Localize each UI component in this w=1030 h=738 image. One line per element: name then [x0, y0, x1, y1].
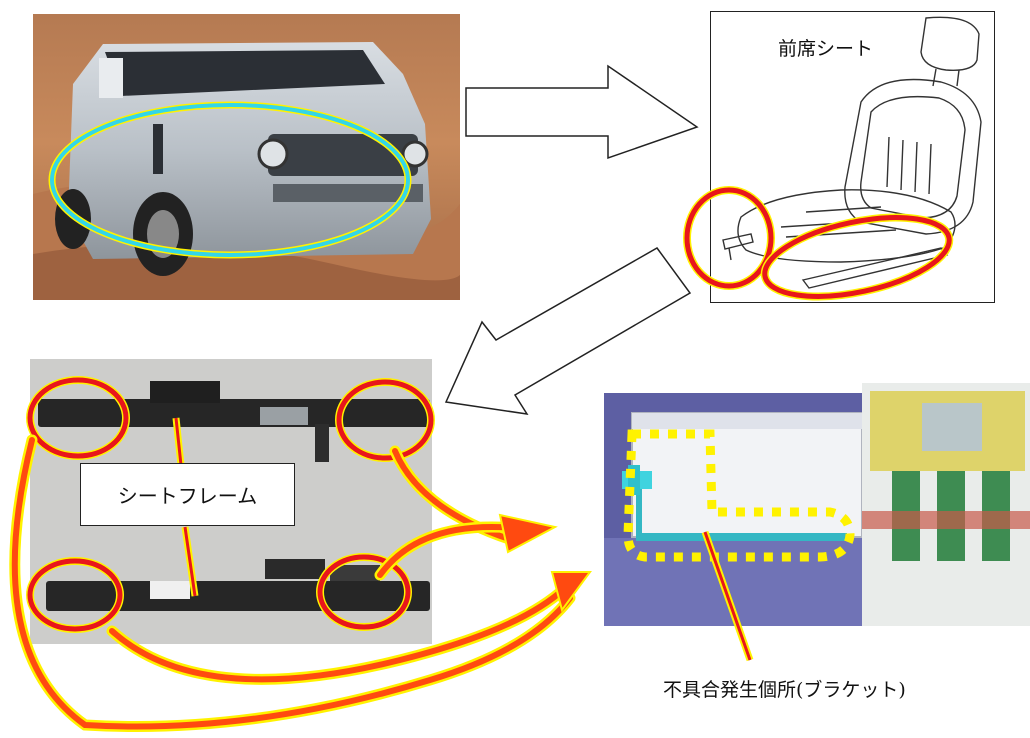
flow-arrowhead-upper [498, 513, 558, 554]
flow-arrow-right [465, 64, 699, 160]
frame-highlight-circles [26, 376, 435, 633]
defect-location-label: 不具合発生個所(ブラケット) [663, 679, 906, 701]
seat-frame-label-box: シートフレーム [80, 463, 295, 526]
defect-dotted-highlight [623, 429, 855, 562]
front-seat-label: 前席シート [778, 34, 874, 61]
flow-arrowhead-lower [550, 571, 592, 613]
flow-arrow-down-left [444, 247, 692, 415]
seat-frame-label: シートフレーム [117, 484, 258, 508]
flow-arrows-orange [9, 434, 576, 733]
